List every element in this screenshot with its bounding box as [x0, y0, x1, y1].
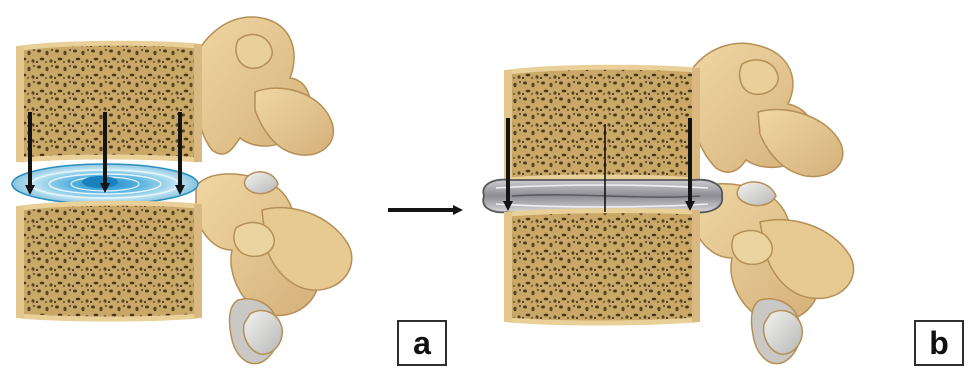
posterior-elements-a	[195, 17, 352, 364]
panel-label-a: a	[397, 320, 447, 366]
panel-b	[483, 43, 853, 363]
upper-vertebral-body-a	[16, 43, 202, 162]
upper-vertebral-body-b	[504, 67, 700, 182]
intervertebral-disc-degenerated	[483, 180, 722, 213]
lower-vertebral-body-a	[16, 203, 202, 319]
panel-a	[12, 17, 352, 364]
panel-label-b: b	[914, 320, 964, 366]
lower-vertebral-body-b	[504, 210, 700, 323]
